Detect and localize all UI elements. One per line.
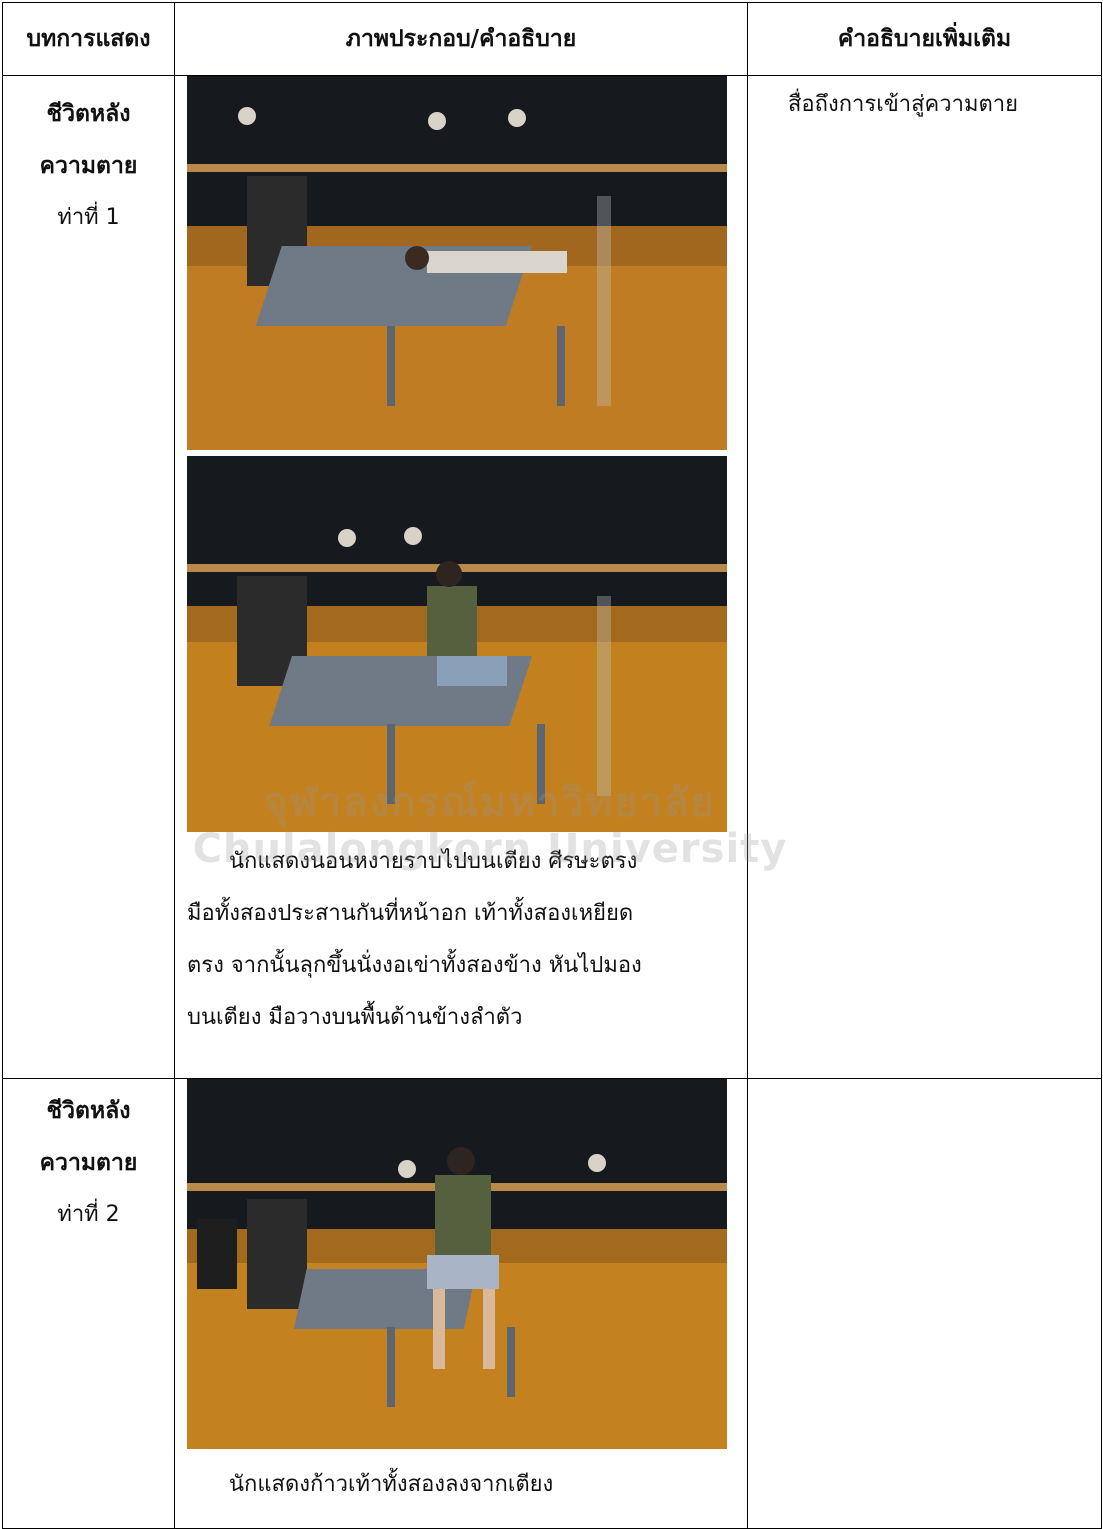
illustration-cell: นักแสดงนอนหงายราบไปบนเตียง ศีรษะตรง มือท…: [174, 75, 748, 1079]
description: นักแสดงนอนหงายราบไปบนเตียง ศีรษะตรง มือท…: [175, 832, 747, 1044]
title-line2: ความตาย: [39, 1150, 138, 1176]
title-line2: ความตาย: [39, 153, 138, 179]
extra-cell: สื่อถึงการเข้าสู่ความตาย: [747, 75, 1102, 1079]
description-line: ตรง จากนั้นลุกขึ้นนั่งงอเข่าทั้งสองข้าง …: [187, 953, 642, 978]
description-line: มือทั้งสองประสานกันที่หน้าอก เท้าทั้งสอง…: [187, 901, 634, 926]
extra-cell: [747, 1078, 1102, 1529]
header-performance: บทการแสดง: [2, 2, 175, 76]
description: นักแสดงก้าวเท้าทั้งสองลงจากเตียง: [175, 1449, 747, 1511]
description-line: นักแสดงนอนหงายราบไปบนเตียง ศีรษะตรง: [229, 849, 638, 874]
performance-title-cell: ชีวิตหลัง ความตาย ท่าที่ 1: [2, 75, 175, 1079]
header-row: บทการแสดง ภาพประกอบ/คำอธิบาย คำอธิบายเพิ…: [2, 2, 1102, 76]
extra-text: [748, 1079, 1101, 1115]
table-row: ชีวิตหลัง ความตาย ท่าที่ 2: [2, 1078, 1102, 1529]
pose-label: ท่าที่ 2: [57, 1202, 120, 1227]
table-row: ชีวิตหลัง ความตาย ท่าที่ 1: [2, 75, 1102, 1079]
description-line: บนเตียง มือวางบนพื้นด้านข้างลำตัว: [187, 1005, 523, 1030]
header-extra: คำอธิบายเพิ่มเติม: [747, 2, 1102, 76]
illustration-cell: นักแสดงก้าวเท้าทั้งสองลงจากเตียง: [174, 1078, 748, 1529]
title-line1: ชีวิตหลัง: [46, 1098, 131, 1124]
title-line1: ชีวิตหลัง: [46, 101, 131, 127]
pose-label: ท่าที่ 1: [57, 205, 120, 230]
photo-stepping-down: [187, 1079, 727, 1449]
description-line: นักแสดงก้าวเท้าทั้งสองลงจากเตียง: [229, 1472, 554, 1497]
photo-sitting-on-bed: [187, 456, 727, 832]
photo-lying-on-bed: [187, 76, 727, 450]
performance-title-cell: ชีวิตหลัง ความตาย ท่าที่ 2: [2, 1078, 175, 1529]
header-illustration: ภาพประกอบ/คำอธิบาย: [174, 2, 748, 76]
extra-text: สื่อถึงการเข้าสู่ความตาย: [788, 92, 1018, 117]
